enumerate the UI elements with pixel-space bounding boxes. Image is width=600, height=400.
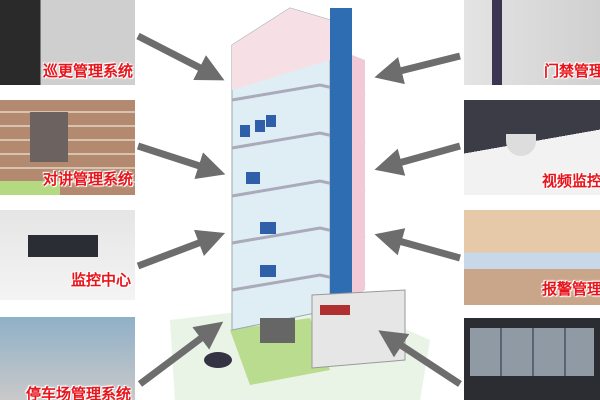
panel-label: 门禁管理系统 xyxy=(544,62,600,80)
panel-label: 视频监控系统 xyxy=(542,172,600,190)
panel-label: 报警管理系统 xyxy=(542,280,600,298)
roof-wall xyxy=(232,8,330,90)
guard-house xyxy=(311,289,406,369)
furniture xyxy=(240,115,276,277)
led-sign xyxy=(320,305,350,315)
dome-camera-photo: 视频监控系统 xyxy=(464,100,600,195)
panel-label: 监控中心 xyxy=(70,271,131,289)
video-wall-photo xyxy=(464,318,600,400)
panel-label: 巡更管理系统 xyxy=(42,62,133,80)
car-icon xyxy=(204,352,232,368)
lawn xyxy=(230,318,330,385)
intercom-photo: 对讲管理系统 xyxy=(0,100,135,195)
panel-label: 对讲管理系统 xyxy=(42,170,133,188)
parking-gate-photo: 停车场管理系统 xyxy=(0,317,135,400)
elevator-shaft xyxy=(330,8,352,298)
control-room-photo: 监控中心 xyxy=(0,210,135,300)
perimeter-alarm-photo: 报警管理系统 xyxy=(464,210,600,305)
panel-label: 停车场管理系统 xyxy=(25,385,131,400)
access-control-photo: 门禁管理系统 xyxy=(464,0,600,85)
arrows xyxy=(136,32,462,387)
patrol-guard-photo: 巡更管理系统 xyxy=(0,0,135,85)
garage xyxy=(260,318,295,343)
side-wall xyxy=(352,55,365,298)
